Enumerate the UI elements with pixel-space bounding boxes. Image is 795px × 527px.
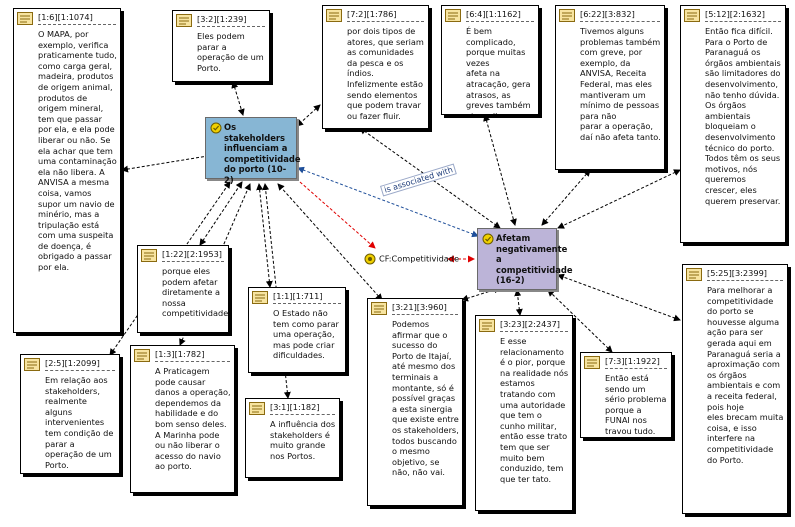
- quote-ref: [3:1][1:182]: [270, 402, 320, 412]
- quote-ref: [1:22][2:1953]: [162, 249, 222, 259]
- edge-q512-afetam: [557, 169, 681, 229]
- edge-q321-stake: [277, 183, 383, 301]
- quote-text: Tivemos alguns problemas também com grev…: [580, 26, 661, 142]
- quote-ref: [3:23][2:2437]: [500, 319, 560, 329]
- divider: [580, 21, 660, 22]
- code-icon: [482, 233, 494, 245]
- quote-3-2[interactable]: [3:2][1:239] Eles podem parar a operação…: [172, 10, 270, 82]
- quote-text: Podemos afirmar que o sucesso do Porto d…: [392, 319, 459, 478]
- code-afetam[interactable]: Afetam negativamente a competitividade (…: [477, 228, 573, 290]
- quote-6-22[interactable]: [6:22][3:832] Tivemos alguns problemas t…: [555, 5, 665, 170]
- edge-q323-afetam: [514, 289, 523, 316]
- edge-q11-stake: [256, 183, 273, 288]
- divider: [38, 24, 116, 25]
- quote-icon: [479, 319, 495, 332]
- edge-q122-stake: [199, 181, 243, 246]
- quote-2-5[interactable]: [2:5][1:2099] Em relação aos stakeholder…: [20, 354, 120, 474]
- quote-1-1[interactable]: [1:1][1:711] O Estado não tem como parar…: [248, 287, 346, 373]
- quote-text: Para melhorar a competitividade do porto…: [707, 285, 784, 465]
- divider: [347, 21, 424, 22]
- quote-text: Então fica difícil. Para o Porto de Para…: [705, 26, 781, 206]
- quote-icon: [252, 291, 268, 304]
- divider: [392, 314, 458, 315]
- quote-text: A influência dos stakeholders é muito gr…: [270, 419, 336, 461]
- quote-text: Então está sendo um sério problema porqu…: [605, 373, 667, 436]
- quote-1-6[interactable]: [1:6][1:1074] O MAPA, por exemplo, verif…: [13, 8, 121, 333]
- quote-ref: [2:5][1:2099]: [45, 358, 100, 368]
- quote-icon: [249, 402, 265, 415]
- cf-edge-stake: [299, 181, 376, 249]
- quote-text: E esse relacionamento é o pior, porque n…: [500, 336, 569, 484]
- quote-ref: [6:4][1:1162]: [466, 9, 521, 19]
- quote-ref: [7:2][1:786]: [347, 9, 397, 19]
- quote-ref: [5:25][3:2399]: [707, 268, 767, 278]
- divider: [605, 368, 667, 369]
- relation-edge: [297, 166, 479, 238]
- quote-icon: [559, 9, 575, 22]
- quote-7-2[interactable]: [7:2][1:786] por dois tipos de atores, q…: [322, 5, 429, 129]
- edge-q72-stake: [296, 104, 321, 127]
- quote-ref: [3:2][1:239]: [197, 14, 247, 24]
- code-cf-competitividade[interactable]: CF:Competitividade: [364, 253, 459, 265]
- quote-text: Em relação aos stakeholders, realmente a…: [45, 375, 114, 470]
- quote-icon: [17, 12, 33, 25]
- code-family-label: CF:Competitividade: [379, 253, 460, 264]
- quote-text: por dois tipos de atores, que seriam as …: [347, 26, 424, 121]
- code-label: Afetam negativamente a competitividade (…: [496, 233, 573, 285]
- quote-6-4[interactable]: [6:4][1:1162] É bem complicado, porque m…: [441, 5, 539, 115]
- quote-ref: [1:6][1:1074]: [38, 12, 93, 22]
- quote-ref: [1:1][1:711]: [273, 291, 323, 301]
- edge-q321-afetam: [461, 286, 501, 302]
- divider: [197, 26, 265, 27]
- quote-1-22[interactable]: [1:22][2:1953] porque eles podem afetar …: [137, 245, 229, 333]
- quote-icon: [176, 14, 192, 27]
- quote-icon: [141, 249, 157, 262]
- quote-icon: [684, 9, 700, 22]
- divider: [155, 361, 230, 362]
- quote-text: É bem complicado, porque muitas vezes af…: [466, 26, 531, 114]
- quote-ref: [5:12][2:1632]: [705, 9, 765, 19]
- quote-icon: [584, 356, 600, 369]
- divider: [45, 370, 115, 371]
- code-stakeholders[interactable]: Os stakeholders influenciam a competitiv…: [205, 117, 301, 185]
- quote-text: O MAPA, por exemplo, verifica praticamen…: [38, 29, 117, 273]
- quote-icon: [445, 9, 461, 22]
- edge-q64-afetam: [483, 114, 517, 226]
- quote-ref: [6:22][3:832]: [580, 9, 635, 19]
- quote-5-25[interactable]: [5:25][3:2399] Para melhorar a competiti…: [682, 264, 788, 514]
- divider: [705, 21, 781, 22]
- edge-q525-afetam: [557, 273, 681, 322]
- quote-ref: [7:3][1:1922]: [605, 356, 660, 366]
- divider: [273, 303, 341, 304]
- edge-q32-stake: [231, 81, 245, 116]
- quote-3-21[interactable]: [3:21][3:960] Podemos afirmar que o suce…: [367, 298, 463, 506]
- quote-icon: [134, 349, 150, 362]
- quote-text: A Praticagem pode causar danos a operaçã…: [155, 366, 231, 472]
- quote-ref: [3:21][3:960]: [392, 302, 447, 312]
- divider: [162, 261, 224, 262]
- divider: [707, 280, 783, 281]
- quote-5-12[interactable]: [5:12][2:1632] Então fica difícil. Para …: [680, 5, 786, 243]
- quote-3-1[interactable]: [3:1][1:182] A influência dos stakeholde…: [245, 398, 340, 478]
- quote-ref: [1:3][1:782]: [155, 349, 205, 359]
- quote-7-3[interactable]: [7:3][1:1922] Então está sendo um sério …: [580, 352, 672, 438]
- code-label: Os stakeholders influenciam a competitiv…: [224, 122, 301, 185]
- quote-3-23[interactable]: [3:23][2:2437] E esse relacionamento é o…: [475, 315, 573, 511]
- quote-icon: [686, 268, 702, 281]
- code-family-icon: [364, 253, 376, 265]
- quote-1-3[interactable]: [1:3][1:782] A Praticagem pode causar da…: [130, 345, 235, 493]
- divider: [466, 21, 534, 22]
- divider: [270, 414, 335, 415]
- quote-text: porque eles podem afetar diretamente a n…: [162, 266, 229, 319]
- quote-icon: [326, 9, 342, 22]
- quote-text: O Estado não tem como parar uma operação…: [273, 308, 339, 361]
- code-icon: [210, 122, 222, 134]
- divider: [500, 331, 568, 332]
- quote-icon: [24, 358, 40, 371]
- quote-text: Eles podem parar a operação de um Porto.: [197, 31, 264, 73]
- quote-icon: [371, 302, 387, 315]
